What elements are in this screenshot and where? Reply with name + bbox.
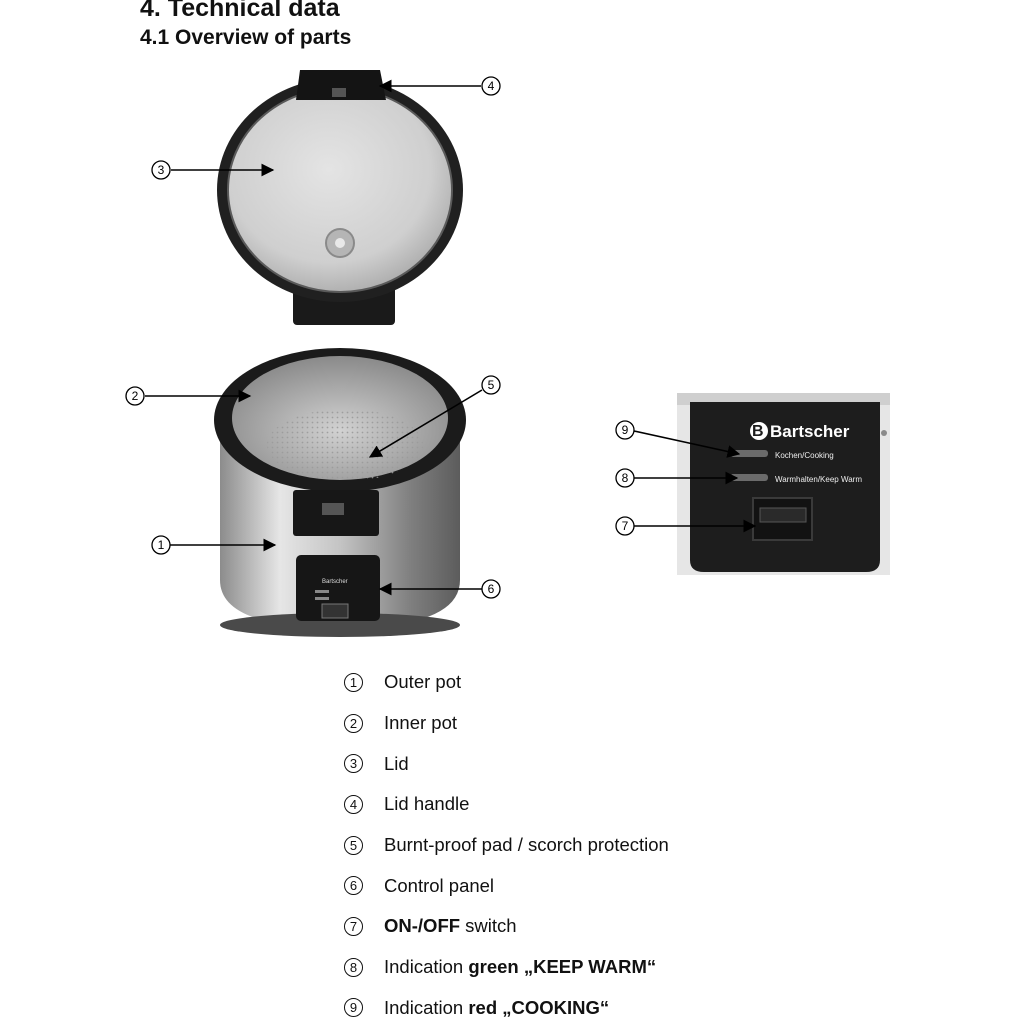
legend-prefix: Indication [384, 997, 468, 1019]
panel-small-brand: Bartscher [322, 579, 348, 585]
control-panel-detail: B Bartscher Kochen/Cooking Warmhalten/Ke… [677, 393, 890, 575]
svg-text:2: 2 [132, 389, 139, 403]
legend-text: Lid handle [384, 793, 469, 815]
legend-bold: ON-/OFF [384, 915, 460, 937]
callout-3: 3 [152, 161, 170, 179]
legend-item: 4 Lid handle [344, 784, 669, 825]
lid [217, 78, 463, 325]
legend-number: 4 [344, 795, 363, 814]
legend-number: 1 [344, 673, 363, 692]
callout-1: 1 [152, 536, 170, 554]
svg-text:1: 1 [158, 538, 165, 552]
legend-number: 3 [344, 754, 363, 773]
svg-text:B: B [752, 423, 764, 440]
callout-8: 8 [616, 469, 634, 487]
legend-text: Control panel [384, 875, 494, 897]
callout-7: 7 [616, 517, 634, 535]
legend-text: Burnt-proof pad / scorch protection [384, 834, 669, 856]
svg-text:7: 7 [622, 519, 629, 533]
legend-bold: red „COOKING“ [468, 997, 609, 1019]
control-panel-small: Bartscher [296, 555, 380, 621]
callout-9: 9 [616, 421, 634, 439]
legend-number: 5 [344, 836, 363, 855]
legend-item: 6 Control panel [344, 865, 669, 906]
callout-5: 5 [482, 376, 500, 394]
legend-item: 1 Outer pot [344, 662, 669, 703]
panel-brand: Bartscher [770, 422, 850, 441]
svg-text:4: 4 [488, 79, 495, 93]
svg-text:6: 6 [488, 582, 495, 596]
legend-item: 8 Indication green „KEEP WARM“ [344, 947, 669, 988]
legend-number: 2 [344, 714, 363, 733]
parts-legend: 1 Outer pot 2 Inner pot 3 Lid 4 Lid handle 5… [344, 662, 669, 1028]
cooking-label: Kochen/Cooking [775, 451, 834, 460]
legend-item: 2 Inner pot [344, 703, 669, 744]
legend-text: Lid [384, 753, 409, 775]
legend-text: switch [460, 915, 517, 937]
legend-number: 7 [344, 917, 363, 936]
svg-text:3: 3 [158, 163, 165, 177]
keep-warm-label: Warmhalten/Keep Warm [775, 475, 862, 484]
legend-text: Inner pot [384, 712, 457, 734]
lid-handle [296, 70, 386, 100]
legend-number: 6 [344, 876, 363, 895]
legend-number: 9 [344, 998, 363, 1017]
callout-2: 2 [126, 387, 144, 405]
legend-item: 7 ON-/OFF switch [344, 906, 669, 947]
parts-figure: Bartscher B Bartscher Kochen/Cooking War… [0, 0, 1014, 660]
legend-item: 9 Indication red „COOKING“ [344, 988, 669, 1028]
legend-number: 8 [344, 958, 363, 977]
legend-bold: green „KEEP WARM“ [468, 956, 656, 978]
svg-text:5: 5 [488, 378, 495, 392]
legend-text: Outer pot [384, 671, 461, 693]
callout-4: 4 [482, 77, 500, 95]
legend-item: 5 Burnt-proof pad / scorch protection [344, 825, 669, 866]
callout-6: 6 [482, 580, 500, 598]
legend-prefix: Indication [384, 956, 468, 978]
svg-text:8: 8 [622, 471, 629, 485]
legend-item: 3 Lid [344, 743, 669, 784]
svg-text:9: 9 [622, 423, 629, 437]
